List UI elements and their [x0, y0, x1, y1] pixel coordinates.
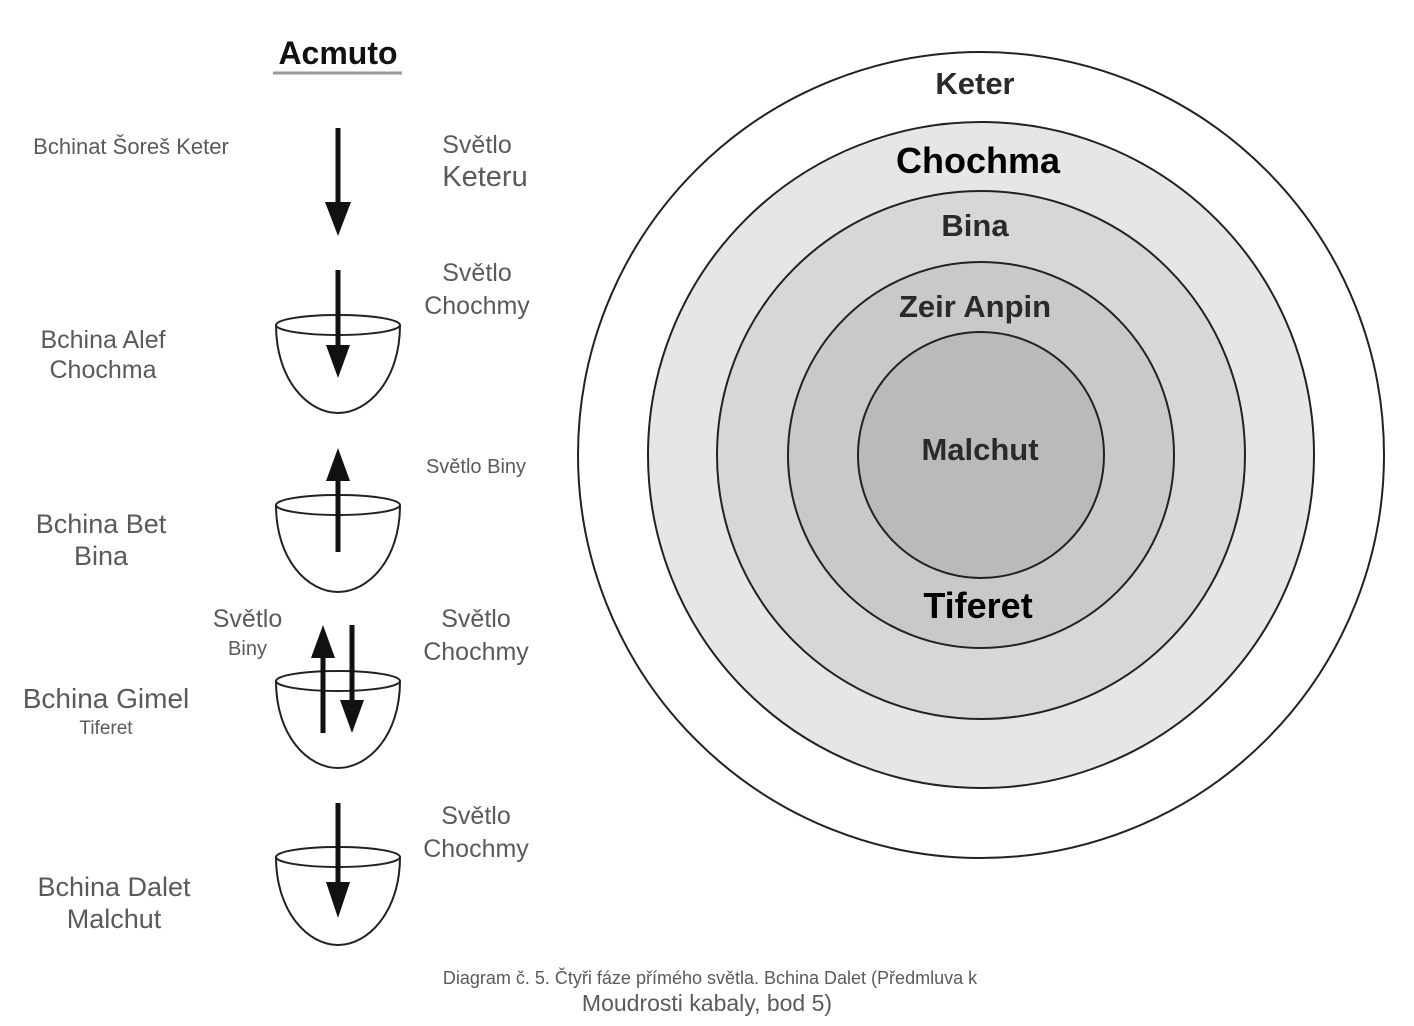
- label-bet-1: Bchina Bet: [35, 509, 167, 539]
- caption-line-2: Moudrosti kabaly, bod 5): [581, 989, 833, 1016]
- arrow-down-icon: [326, 270, 350, 378]
- label-dalet-2: Malchut: [66, 904, 162, 935]
- arrow-down-icon: [325, 128, 351, 236]
- light-gimel-right-1: Světlo: [441, 605, 511, 633]
- diagram-title: Acmuto: [278, 35, 398, 71]
- label-gimel-1: Bchina Gimel: [22, 683, 190, 714]
- label-gimel-2: Tiferet: [79, 717, 133, 739]
- label-alef-2: Chochma: [49, 356, 157, 384]
- caption-line-1: Diagram č. 5. Čtyři fáze přímého světla.…: [442, 968, 978, 988]
- label-alef-1: Bchina Alef: [40, 326, 166, 354]
- arrow-up-icon: [326, 448, 350, 552]
- ring-label-bina: Bina: [941, 208, 1009, 243]
- vessel-gimel-icon: [275, 670, 401, 770]
- label-bet-2: Bina: [73, 541, 129, 572]
- light-dalet-1: Světlo: [441, 802, 511, 830]
- light-alef-2: Chochmy: [424, 291, 530, 320]
- arrow-up-icon: [311, 625, 335, 733]
- ring-label-malchut: Malchut: [921, 432, 1039, 467]
- caption: Diagram č. 5. Čtyři fáze přímého světla.…: [360, 968, 1060, 1017]
- ring-label-tiferet: Tiferet: [923, 585, 1033, 626]
- light-dalet-2: Chochmy: [423, 834, 529, 863]
- vessels: [275, 314, 401, 947]
- concentric-circles: [577, 51, 1385, 859]
- ring-label-chochma: Chochma: [895, 140, 1061, 181]
- light-bet: Světlo Biny: [425, 456, 527, 478]
- light-alef-1: Světlo: [442, 259, 512, 287]
- light-gimel-left-2: Biny: [228, 638, 267, 660]
- label-dalet-1: Bchina Dalet: [37, 872, 191, 902]
- arrow-down-icon: [340, 625, 364, 733]
- arrow-down-icon: [326, 803, 350, 918]
- light-keter-2: Keteru: [442, 161, 528, 193]
- light-gimel-left-1: Světlo: [212, 605, 283, 633]
- circle-malchut: [857, 331, 1105, 579]
- light-keter-1: Světlo: [442, 131, 512, 159]
- light-gimel-right-2: Chochmy: [423, 637, 529, 666]
- ring-label-zeir-anpin: Zeir Anpin: [898, 289, 1052, 324]
- ring-label-keter: Keter: [935, 66, 1015, 101]
- label-shoresh: Bchinat Šoreš Keter: [33, 134, 229, 159]
